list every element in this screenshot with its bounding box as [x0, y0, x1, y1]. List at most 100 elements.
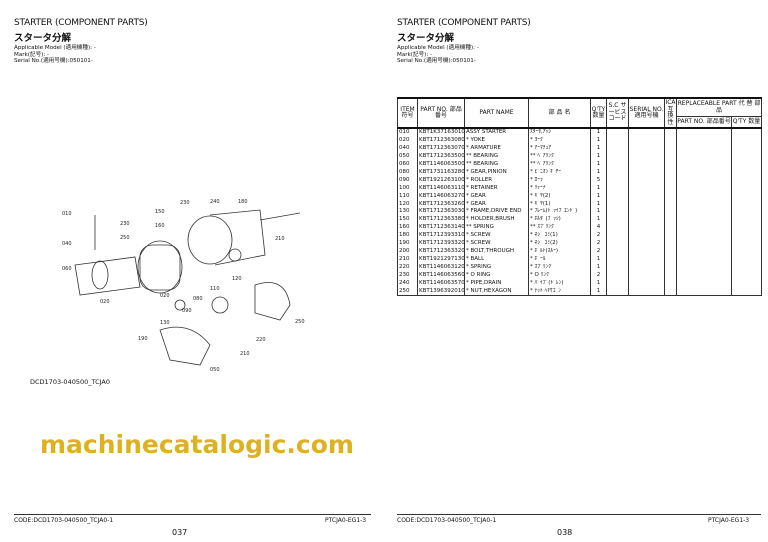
empty-cell: [606, 200, 629, 209]
empty-cell: [664, 145, 677, 154]
empty-cell: [730, 216, 763, 225]
item-no: 120: [397, 200, 418, 209]
empty-cell: [730, 232, 763, 241]
callout-100: 090: [182, 308, 192, 314]
empty-cell: [628, 287, 665, 297]
callout-220: 220: [256, 337, 266, 343]
part-name: * GEAR: [464, 200, 529, 209]
part-name: * PIPE,DRAIN: [464, 279, 529, 288]
empty-cell: [628, 271, 665, 280]
part-no: KBT1712363320: [417, 247, 465, 256]
empty-cell: [606, 153, 629, 161]
empty-cell: [606, 279, 629, 288]
qty: 1: [590, 184, 607, 193]
empty-cell: [730, 128, 763, 138]
footer-divider-left: [14, 514, 371, 515]
jp-name: * ﾊﾟｲﾌﾟ(ﾄﾞﾚﾝ): [528, 279, 591, 288]
jp-name: * ﾘﾃｰﾅ: [528, 184, 591, 193]
item-no: 190: [397, 240, 418, 248]
empty-cell: [606, 145, 629, 154]
applicable-model: Applicable Model (適用機種): -: [14, 45, 96, 51]
callout-040: 040: [62, 241, 72, 247]
empty-cell: [628, 216, 665, 225]
part-no: KBT1712363030: [417, 208, 465, 217]
empty-cell: [676, 255, 732, 264]
part-name: * ROLLER: [464, 176, 529, 185]
callout-060: 060: [62, 266, 72, 272]
jp-name: * ﾛｰﾗ: [528, 176, 591, 185]
empty-cell: [676, 184, 732, 193]
jp-name: ** ﾍﾞｱﾘﾝｸﾞ: [528, 161, 591, 169]
part-name: ** SPRING: [464, 224, 529, 233]
part-name: ASSY STARTER: [464, 128, 529, 138]
empty-cell: [730, 287, 763, 297]
header-rep-part-no: PART NO. 部品番号: [676, 116, 732, 129]
empty-cell: [606, 128, 629, 138]
page-title-en: STARTER (COMPONENT PARTS): [14, 18, 148, 28]
empty-cell: [606, 224, 629, 233]
header-part-no: PART NO. 部品番号: [417, 97, 465, 129]
empty-cell: [676, 168, 732, 177]
item-no: 220: [397, 263, 418, 272]
part-no: KBT1146063120: [417, 263, 465, 272]
empty-cell: [664, 287, 677, 297]
jp-name: * ﾎﾞｰﾙ: [528, 255, 591, 264]
item-no: 050: [397, 153, 418, 161]
empty-cell: [676, 263, 732, 272]
qty: 1: [590, 128, 607, 138]
part-name: * SCREW: [464, 240, 529, 248]
callout-120: 120: [232, 276, 242, 282]
empty-cell: [730, 247, 763, 256]
empty-cell: [628, 232, 665, 241]
callout-190: 190: [138, 336, 148, 342]
footer-ref-left: PTCJA0-EG1-3: [325, 517, 367, 524]
empty-cell: [606, 287, 629, 297]
callout-090: 080: [193, 296, 203, 302]
page-title-jp: スタータ分解: [14, 33, 72, 44]
callout-180: 180: [238, 199, 248, 205]
qty: 4: [590, 224, 607, 233]
empty-cell: [730, 279, 763, 288]
part-no: KBT1146063570: [417, 279, 465, 288]
empty-cell: [628, 176, 665, 185]
empty-cell: [664, 240, 677, 248]
part-name: * BALL: [464, 255, 529, 264]
item-no: 130: [397, 208, 418, 217]
empty-cell: [676, 232, 732, 241]
page-number-right: 038: [557, 528, 573, 537]
item-no: 090: [397, 176, 418, 185]
empty-cell: [628, 168, 665, 177]
empty-cell: [730, 192, 763, 201]
callout-110: 110: [210, 286, 220, 292]
empty-cell: [664, 161, 677, 169]
empty-cell: [606, 192, 629, 201]
jp-name: ** ﾍﾞｱﾘﾝｸﾞ: [528, 153, 591, 161]
empty-cell: [664, 224, 677, 233]
jp-name: * ﾌﾚｰﾑ(ﾄﾞﾗｲﾌﾞｴﾝﾄﾞ): [528, 208, 591, 217]
part-no: KBT1146063270: [417, 192, 465, 201]
empty-cell: [730, 263, 763, 272]
jp-name: ｽﾀｰﾀ,ｱｯｼ: [528, 128, 591, 138]
part-no: KBT1712363080: [417, 137, 465, 146]
jp-name: * ｽﾌﾟﾘﾝｸﾞ: [528, 263, 591, 272]
footer-code-left: CODE:DCD1703-040500_TCJA0-1: [14, 517, 114, 524]
empty-cell: [606, 240, 629, 248]
empty-cell: [628, 208, 665, 217]
header-ica: ICA 互換性: [664, 97, 677, 129]
empty-cell: [628, 137, 665, 146]
empty-cell: [606, 263, 629, 272]
part-no: KBT1731163280: [417, 168, 465, 177]
empty-cell: [676, 137, 732, 146]
empty-cell: [730, 208, 763, 217]
part-name: * YOKE: [464, 137, 529, 146]
empty-cell: [664, 247, 677, 256]
qty: 1: [590, 255, 607, 264]
empty-cell: [664, 200, 677, 209]
serial-no: Serial No.(適用号機):050101-: [14, 58, 93, 65]
callout-250: 250: [120, 235, 130, 241]
